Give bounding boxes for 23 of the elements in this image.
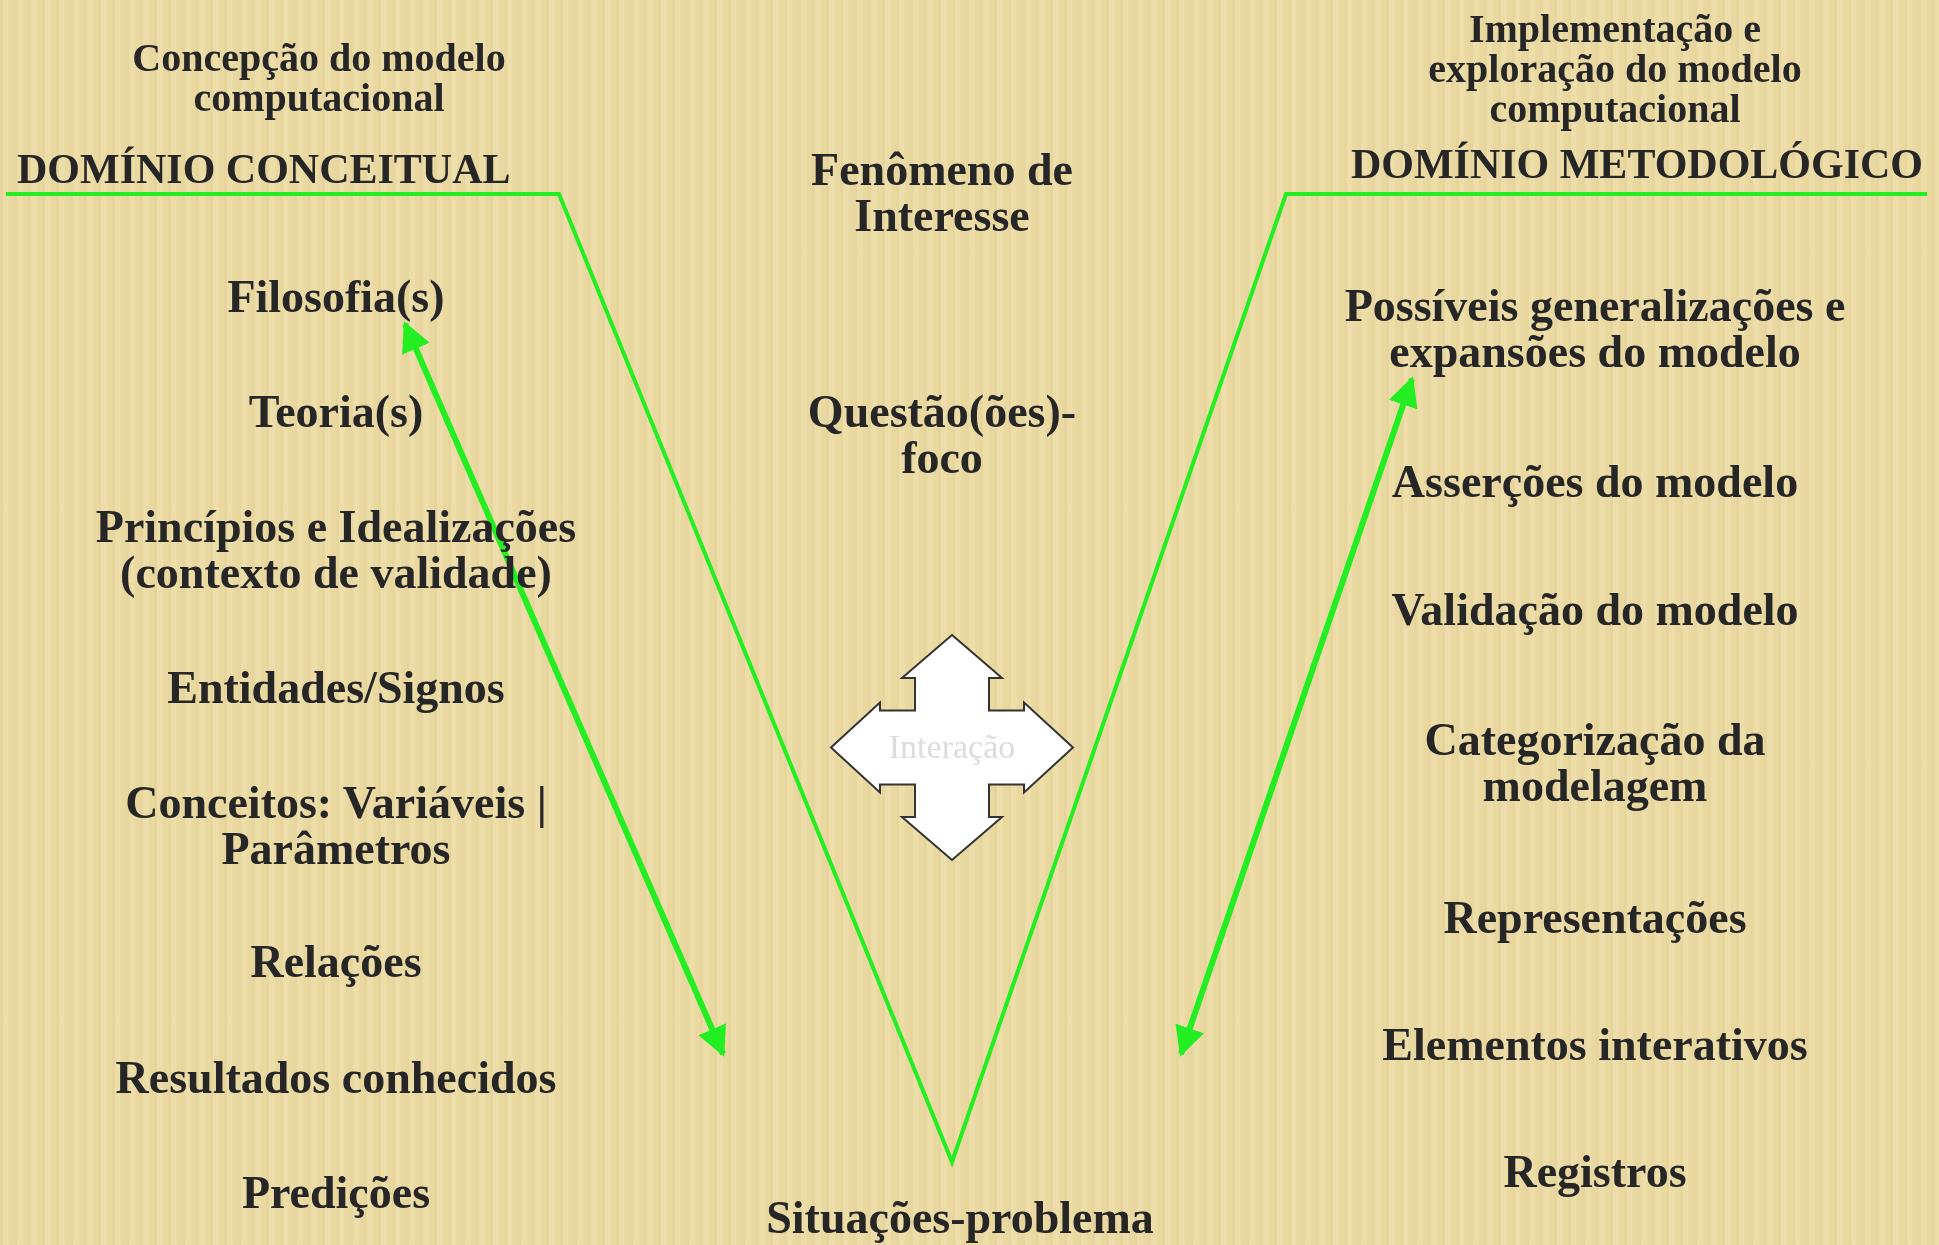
section-heading: Concepção do modelo computacional [131,38,507,118]
domain-title: DOMÍNIO METODOLÓGICO [1350,143,1923,185]
concept-label: Fenômeno de Interesse [810,147,1074,239]
concept-label: Predições [241,1170,431,1216]
concept-label: Asserções do modelo [1391,459,1799,505]
concept-label: Resultados conhecidos [115,1055,557,1101]
concept-label: Situações-problema [766,1195,1154,1241]
concept-label: Validação do modelo [1391,587,1799,633]
concept-label: Entidades/Signos [167,665,505,711]
concept-label: Teoria(s) [248,389,424,435]
concept-label: Registros [1503,1149,1687,1195]
concept-label: Relações [250,939,422,985]
concept-label: Questão(ões)-foco [806,389,1078,481]
concept-label: Elementos interativos [1382,1022,1808,1068]
concept-label: Filosofia(s) [227,274,445,320]
domain-title: DOMÍNIO CONCEITUAL [17,148,511,190]
concept-label: Categorização da modelagem [1423,717,1767,809]
concept-label: Possíveis generalizações e expansões do modelo [1295,283,1895,375]
concept-label: Representações [1443,895,1747,941]
section-heading: Implementação e exploração do modelo computacional [1427,9,1803,129]
double-arrow [1175,376,1418,1057]
double-arrow [402,321,726,1057]
concept-label: Conceitos: Variáveis | Parâmetros [124,780,548,872]
